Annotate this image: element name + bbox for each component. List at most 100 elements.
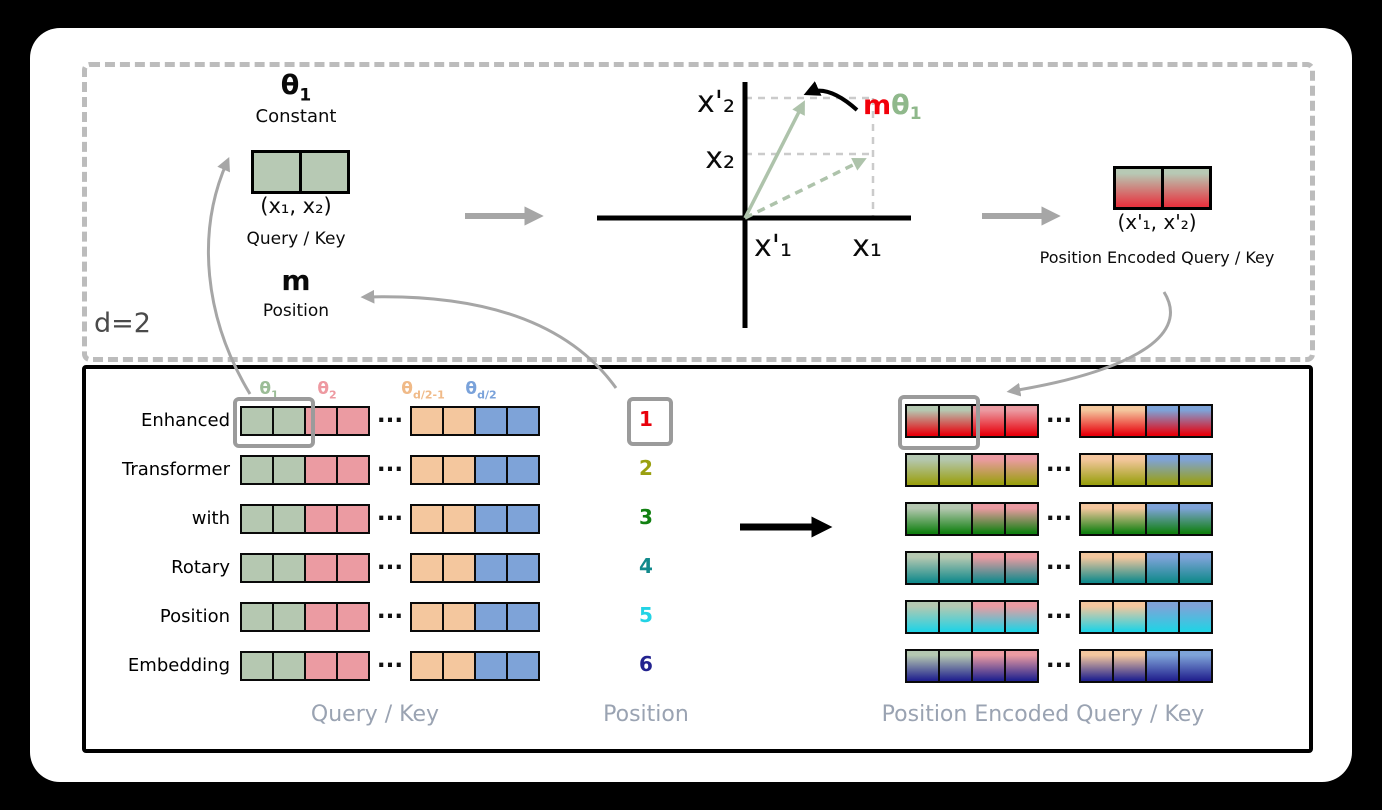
encoded-cell <box>1079 551 1114 585</box>
ellipsis-dots: ··· <box>1045 457 1073 483</box>
position-number: 5 <box>639 603 653 627</box>
position-number: 3 <box>639 505 653 529</box>
theta-header: θd/2 <box>465 379 496 405</box>
theta-subscript: 1 <box>299 85 312 106</box>
embedding-cell-group <box>410 553 540 583</box>
encoded-cell <box>1079 600 1114 634</box>
embedding-cell <box>474 553 508 583</box>
theta-subscript: 2 <box>329 388 337 402</box>
encoded-cell <box>1145 600 1180 634</box>
qk-coordinates: (x₁, x₂) <box>260 194 332 218</box>
position-number: 6 <box>639 652 653 676</box>
embedding-cell <box>304 553 338 583</box>
embedding-cell-group <box>410 406 540 436</box>
encoded-vector-cell <box>1161 166 1212 210</box>
embedding-cell-group <box>410 651 540 681</box>
encoded-cell <box>905 404 940 438</box>
rotation-angle-arrow <box>803 81 859 112</box>
embedding-cell <box>410 406 444 436</box>
encoded-cell <box>938 502 973 536</box>
x2-prime-label: x'₂ <box>697 85 735 120</box>
embedding-cell-group <box>240 406 370 436</box>
encoded-cell <box>971 453 1006 487</box>
embedding-cell <box>304 651 338 681</box>
highlight-encoded-pair <box>898 395 980 450</box>
encoded-cell <box>1145 502 1180 536</box>
encoded-cell <box>971 649 1006 683</box>
encoded-cell-group <box>1079 502 1213 536</box>
query-key-vector <box>251 150 350 194</box>
embedding-cell-group <box>410 455 540 485</box>
embedding-cell <box>240 651 274 681</box>
encoded-row: ··· <box>905 649 1213 683</box>
embedding-cell <box>506 602 540 632</box>
encoded-cell <box>1178 453 1213 487</box>
embedding-cell <box>506 553 540 583</box>
encoded-cell-group <box>905 600 1039 634</box>
x1-prime-label: x'₁ <box>754 229 792 264</box>
encoded-cell <box>1112 453 1147 487</box>
embedding-cell <box>442 504 476 534</box>
footer-encoded: Position Encoded Query / Key <box>881 702 1205 727</box>
encoded-row: ··· <box>905 600 1213 634</box>
ellipsis-dots: ··· <box>376 604 404 630</box>
embedding-cell <box>474 602 508 632</box>
embedding-cell <box>442 553 476 583</box>
embedding-row: Transformer ··· <box>85 455 540 485</box>
ellipsis-dots: ··· <box>1045 653 1073 679</box>
embedding-cell <box>474 406 508 436</box>
position-number: 4 <box>639 554 653 578</box>
encoded-cell <box>1079 404 1114 438</box>
embedding-row: Enhanced ··· <box>85 406 540 436</box>
position-number: 2 <box>639 456 653 480</box>
embedding-row: Embedding··· <box>85 651 540 681</box>
embedding-cell <box>474 651 508 681</box>
encoded-cell <box>1112 404 1147 438</box>
theta-subscript: 1 <box>271 388 279 402</box>
embedding-cell <box>506 651 540 681</box>
row-word: Transformer <box>121 459 230 480</box>
ellipsis-dots: ··· <box>376 506 404 532</box>
encoded-cell <box>905 551 940 585</box>
encoded-cell <box>1145 649 1180 683</box>
embedding-row: with··· <box>85 504 540 534</box>
encoded-cell <box>971 551 1006 585</box>
encoded-cell <box>938 453 973 487</box>
embedding-cell <box>304 406 338 436</box>
ellipsis-dots: ··· <box>376 408 404 434</box>
encoded-cell <box>1178 502 1213 536</box>
encoded-cell <box>1145 404 1180 438</box>
embedding-cell <box>442 602 476 632</box>
encoded-cell <box>1178 404 1213 438</box>
ellipsis-dots: ··· <box>1045 408 1073 434</box>
encoded-cell <box>938 649 973 683</box>
encoded-cell <box>1145 551 1180 585</box>
embedding-cell-group <box>240 602 370 632</box>
theta-subscript: d/2-1 <box>412 388 445 402</box>
ellipsis-dots: ··· <box>1045 506 1073 532</box>
encoded-cell-group <box>905 502 1039 536</box>
embedding-cell <box>442 406 476 436</box>
theta1-constant-symbol: θ1 <box>250 70 342 105</box>
theta-symbol: θ <box>317 379 330 399</box>
embedding-cell <box>240 455 274 485</box>
encoded-cell-group <box>1079 453 1213 487</box>
row-word: Enhanced <box>140 410 230 431</box>
position-number: 1 <box>639 407 653 431</box>
embedding-cell <box>272 504 306 534</box>
encoded-row: ··· <box>905 453 1213 487</box>
encoded-cell <box>1004 600 1039 634</box>
embedding-cell <box>240 504 274 534</box>
ellipsis-dots: ··· <box>376 653 404 679</box>
embedding-cell <box>474 504 508 534</box>
encoded-cell-group <box>905 649 1039 683</box>
theta-symbol: θ <box>259 379 272 399</box>
footer-query-key: Query / Key <box>310 702 440 727</box>
embedding-cell <box>304 455 338 485</box>
embedding-cell <box>336 651 370 681</box>
ellipsis-dots: ··· <box>376 457 404 483</box>
encoded-vector-cell <box>1113 166 1164 210</box>
m-theta-rotation-label: mθ1 <box>863 90 922 124</box>
m-position-symbol: m <box>281 264 311 297</box>
